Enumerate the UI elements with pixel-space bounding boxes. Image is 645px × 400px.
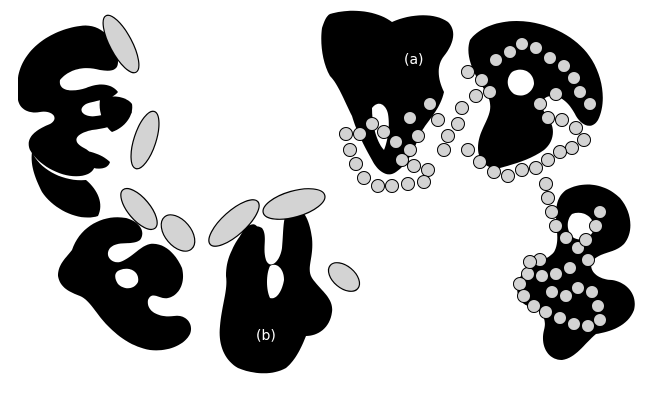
bead-circle [534, 98, 547, 111]
bead-circle [568, 72, 581, 85]
bead-circle [566, 142, 579, 155]
bead-circle [488, 166, 501, 179]
bead-circle [340, 128, 353, 141]
bead-circle [402, 178, 415, 191]
bead-circle [570, 122, 583, 135]
bead-circle [358, 172, 371, 185]
label-b: (b) [256, 328, 276, 344]
bead-circle [408, 160, 421, 173]
bead-circle [582, 320, 595, 333]
bead-circle [432, 114, 445, 127]
bead-circle [504, 46, 517, 59]
bead-circle [484, 86, 497, 99]
bead-circle [396, 154, 409, 167]
bead-circle [542, 112, 555, 125]
bead-circle [528, 300, 541, 313]
bead-circle [594, 314, 607, 327]
bead-circle [542, 192, 555, 205]
bead-circle [544, 52, 557, 65]
bead-circle [390, 136, 403, 149]
bead-circle [424, 98, 437, 111]
bead-circle [584, 98, 597, 111]
bead-ellipse [125, 108, 164, 172]
bead-circle [470, 90, 483, 103]
bead-circle [536, 270, 549, 283]
bead-circle [556, 114, 569, 127]
bead-circle [554, 312, 567, 325]
bead-circle [530, 162, 543, 175]
bead-circle [372, 180, 385, 193]
bead-circle [502, 170, 515, 183]
bead-circle [516, 164, 529, 177]
bead-circle [422, 164, 435, 177]
bead-circle [546, 286, 559, 299]
domain-a [321, 11, 453, 175]
bead-circle [514, 278, 527, 291]
bead-circle [354, 128, 367, 141]
bead-circle [560, 290, 573, 303]
bead-circle [438, 144, 451, 157]
bead-circle [568, 318, 581, 331]
bead-circle [574, 86, 587, 99]
bead-circle [524, 256, 537, 269]
left-assembly: (b) [18, 11, 365, 374]
bead-circle [350, 158, 363, 171]
bead-circle [594, 206, 607, 219]
bead-circle [578, 134, 591, 147]
bead-circle [490, 54, 503, 67]
bead-circle [580, 234, 593, 247]
bead-circle [462, 66, 475, 79]
bead-circle [344, 144, 357, 157]
bead-circle [550, 268, 563, 281]
bead-circle [592, 300, 605, 313]
bead-circle [550, 220, 563, 233]
bead-circle [558, 60, 571, 73]
bead-circle [474, 156, 487, 169]
bead-circle [516, 38, 529, 51]
bead-circle [412, 130, 425, 143]
domain-lower-right [517, 184, 635, 360]
label-a: (a) [404, 52, 424, 68]
bead-circle [378, 126, 391, 139]
bead-circle [546, 206, 559, 219]
bead-circle [540, 178, 553, 191]
bead-ellipse [323, 257, 365, 297]
bead-circle [404, 112, 417, 125]
bead-circle [456, 102, 469, 115]
bead-circle [518, 290, 531, 303]
bead-circle [442, 130, 455, 143]
bead-circle [572, 282, 585, 295]
bead-circle [540, 306, 553, 319]
right-assembly: (a) [321, 11, 635, 360]
bead-circle [586, 286, 599, 299]
bead-circle [554, 146, 567, 159]
bead-circle [590, 220, 603, 233]
bead-circle [550, 88, 563, 101]
bead-circle [452, 118, 465, 131]
bead-circle [476, 74, 489, 87]
bead-circle [386, 180, 399, 193]
bead-circle [564, 262, 577, 275]
bead-circle [366, 118, 379, 131]
bead-circle [542, 154, 555, 167]
bead-circle [560, 232, 573, 245]
bead-circle [462, 144, 475, 157]
bead-circle [418, 176, 431, 189]
bead-circle [582, 254, 595, 267]
bead-circle [530, 42, 543, 55]
